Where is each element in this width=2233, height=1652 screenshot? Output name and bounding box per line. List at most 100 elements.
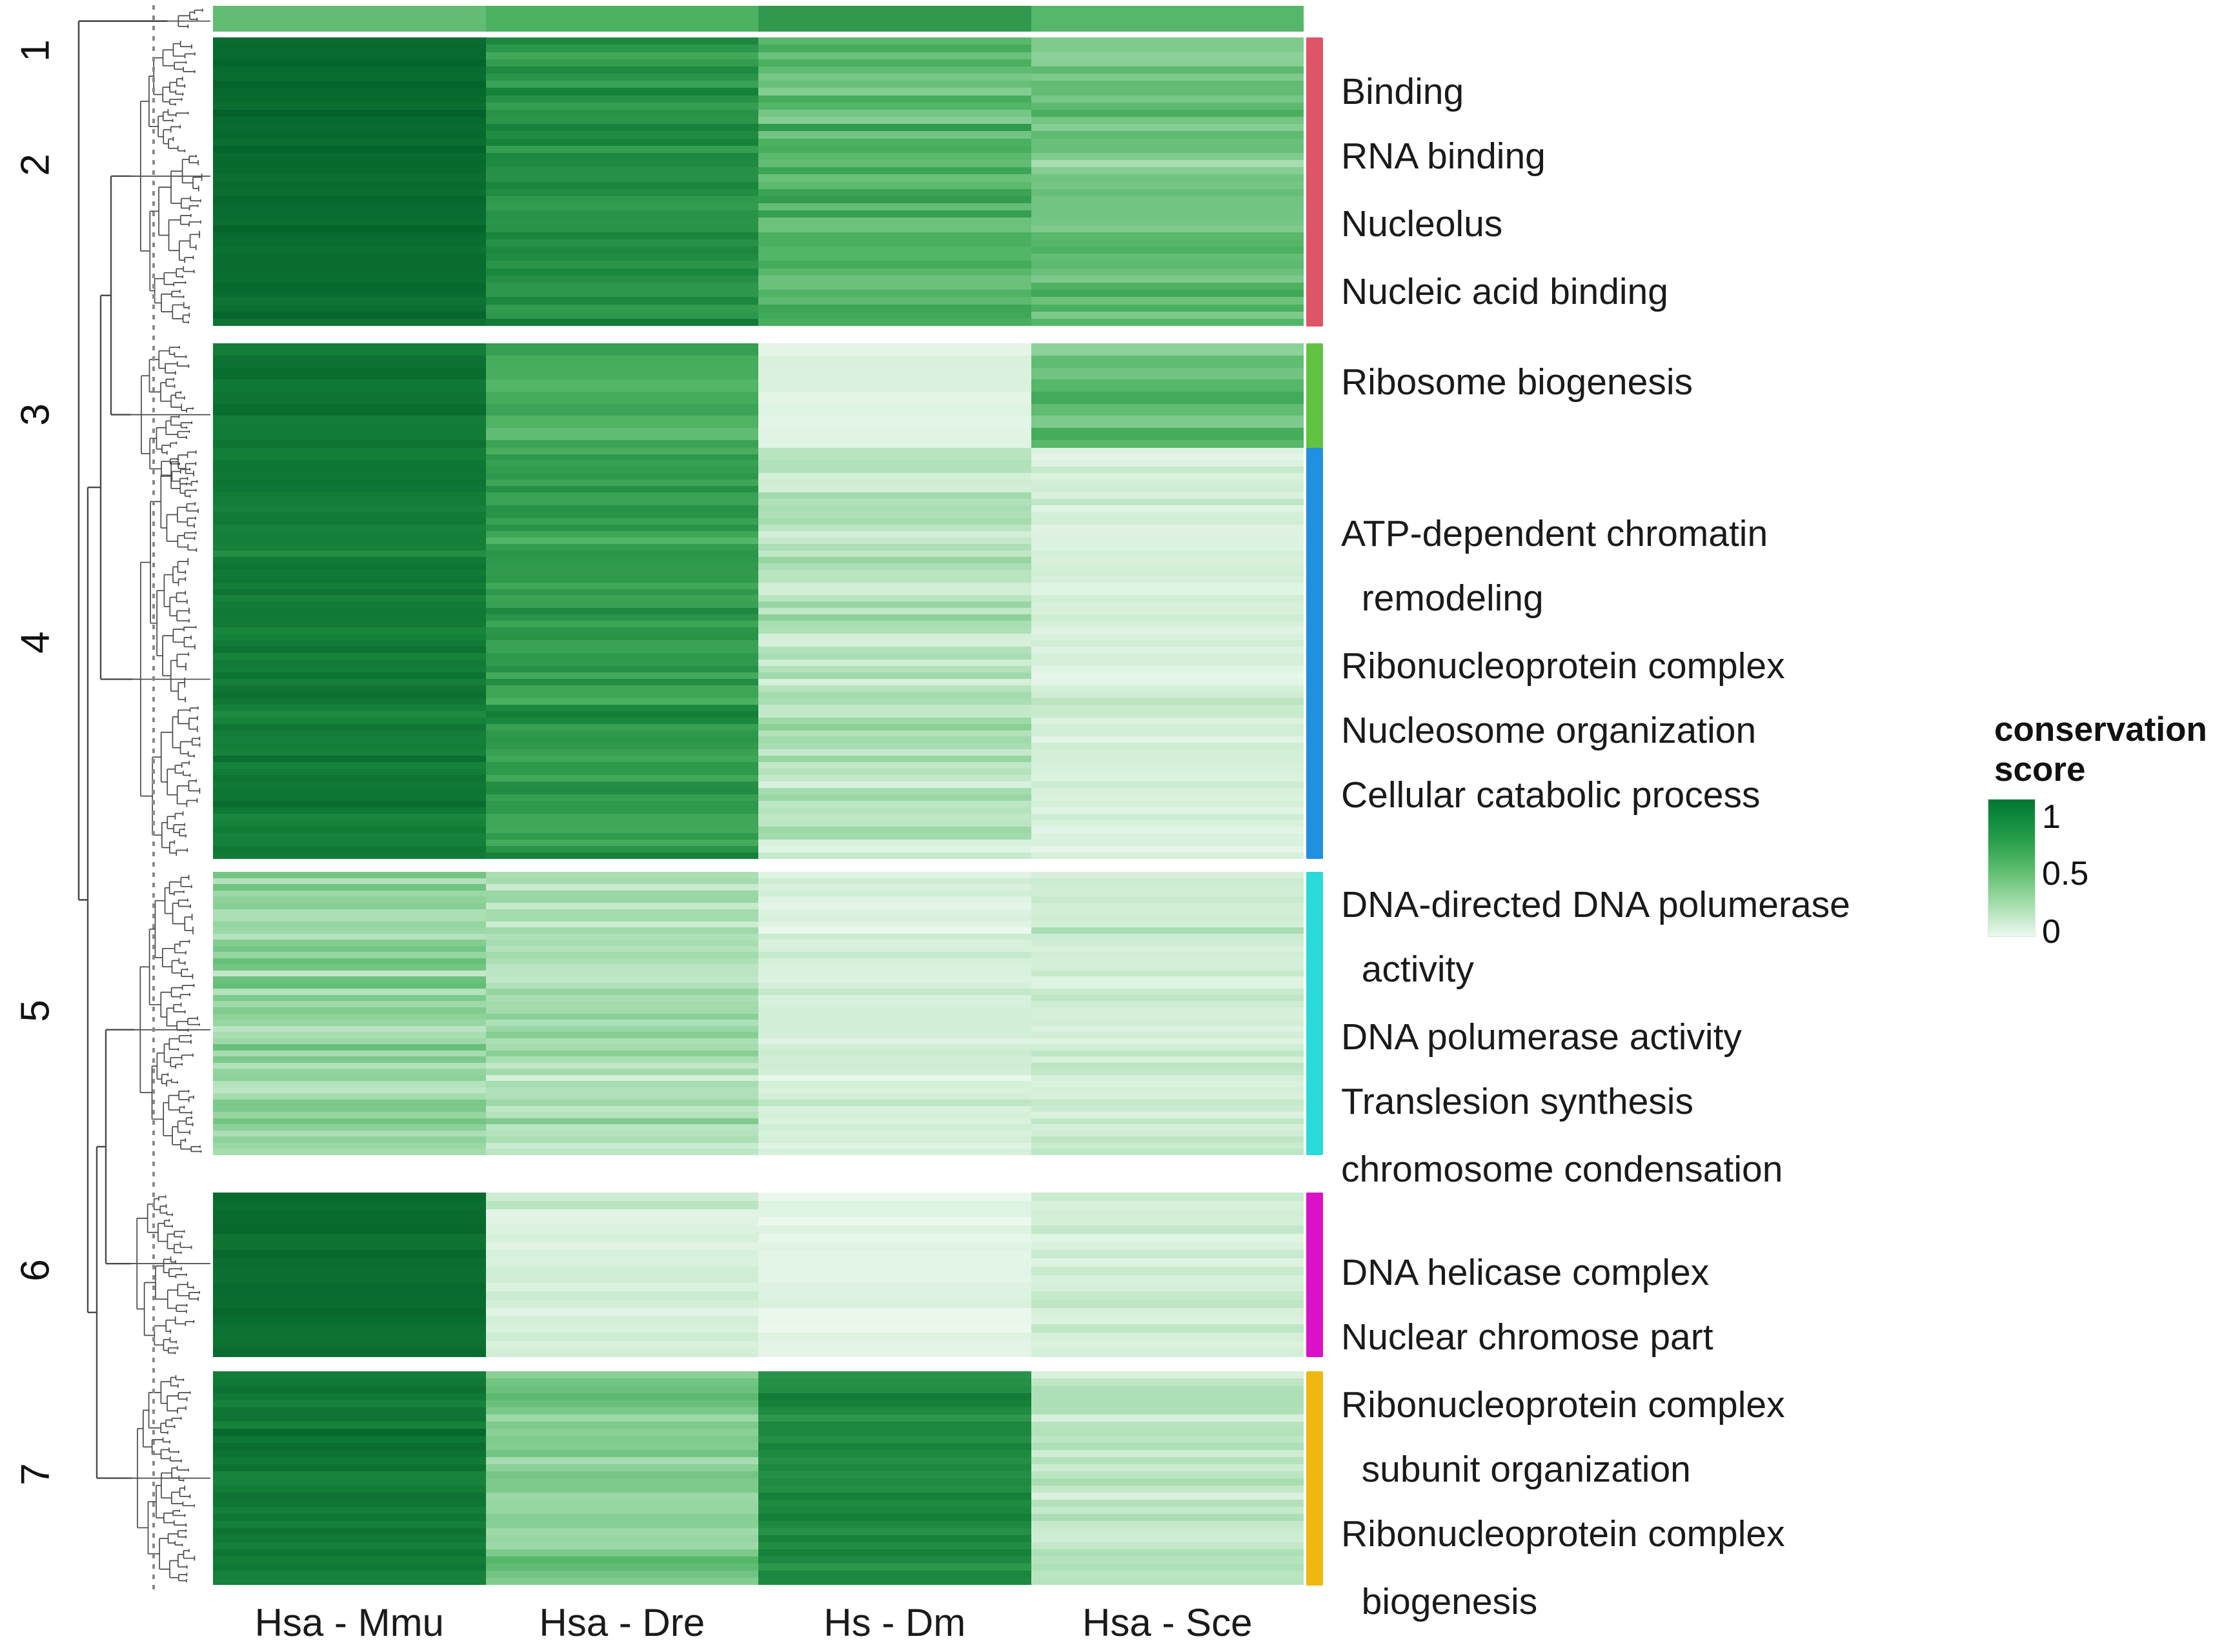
heatmap-cell (485, 884, 758, 891)
heatmap-cell (1031, 1571, 1304, 1578)
heatmap-cell (213, 1050, 486, 1057)
heatmap-cell (758, 1200, 1031, 1209)
heatmap-cell (485, 145, 758, 153)
heatmap-cell (758, 1112, 1031, 1118)
heatmap-cell (485, 970, 758, 977)
cluster-number-label: 3 (13, 403, 58, 426)
heatmap-cell (1031, 678, 1304, 685)
heatmap-cell (213, 1044, 486, 1051)
heatmap-cell (1031, 945, 1304, 952)
heatmap-cell (485, 781, 758, 789)
heatmap-cell (213, 543, 486, 550)
heatmap-cell (1031, 297, 1304, 305)
heatmap-cell (213, 1062, 486, 1069)
heatmap-cell (485, 174, 758, 182)
heatmap-cell (758, 1283, 1031, 1292)
heatmap-cell (213, 601, 486, 609)
heatmap-cell (485, 152, 758, 161)
heatmap-cell (758, 634, 1031, 641)
heatmap-cell (485, 5, 758, 32)
heatmap-cell (1031, 1032, 1304, 1038)
heatmap-cell (1031, 275, 1304, 283)
heatmap-cell (485, 958, 758, 965)
heatmap-cell (213, 1020, 486, 1026)
heatmap-cell (1031, 1378, 1304, 1386)
heatmap-cell (213, 665, 486, 672)
heatmap-cell (213, 1274, 486, 1284)
heatmap-cell (485, 1414, 758, 1422)
heatmap-cell (758, 1105, 1031, 1113)
heatmap-cell (1031, 1044, 1304, 1051)
heatmap-cell (758, 1407, 1031, 1415)
heatmap-cell (213, 595, 486, 602)
term-label: DNA helicase complex (1341, 1252, 1710, 1293)
heatmap-cell (213, 970, 486, 977)
heatmap-cell (758, 1340, 1031, 1349)
heatmap-cell (213, 1209, 486, 1218)
heatmap-cell (1031, 109, 1304, 117)
heatmap-cell (213, 239, 486, 247)
heatmap-cell (758, 1081, 1031, 1087)
heatmap-cell (758, 95, 1031, 103)
heatmap-cell (1031, 74, 1304, 81)
heatmap-cell (213, 800, 486, 807)
heatmap-cell (1031, 1414, 1304, 1422)
cluster-number-label: 4 (13, 631, 58, 654)
heatmap-cell (213, 902, 486, 909)
heatmap-cell (1031, 909, 1304, 916)
heatmap-cell (758, 74, 1031, 81)
heatmap-cell (485, 1571, 758, 1578)
heatmap-cell (485, 1478, 758, 1486)
heatmap-cell (485, 634, 758, 641)
heatmap-cell (485, 945, 758, 952)
heatmap-cell (485, 556, 758, 563)
heatmap-cell (485, 525, 758, 531)
heatmap-cell (485, 1056, 758, 1063)
heatmap-cell (1031, 1050, 1304, 1057)
heatmap-cell (1031, 915, 1304, 922)
term-label: Ribosome biogenesis (1341, 361, 1693, 403)
heatmap-cell (758, 311, 1031, 319)
heatmap-cell (213, 1564, 486, 1571)
heatmap-cell (485, 1449, 758, 1457)
heatmap-cell (758, 1062, 1031, 1069)
heatmap-cluster-block-6 (213, 1193, 1304, 1358)
heatmap-cell (758, 1428, 1031, 1436)
heatmap-cell (213, 1478, 486, 1486)
heatmap-cell (1031, 839, 1304, 846)
heatmap-cell (1031, 794, 1304, 801)
heatmap-cell (485, 1324, 758, 1333)
heatmap-cell (213, 647, 486, 654)
heatmap-cell (485, 268, 758, 276)
heatmap-column-hs-dm (758, 1193, 1031, 1358)
heatmap-cell (1031, 311, 1304, 319)
heatmap-cell (758, 492, 1031, 499)
heatmap-column-hsa-dre (485, 447, 758, 860)
heatmap-cell (758, 627, 1031, 634)
heatmap-cell (213, 188, 486, 196)
heatmap-cell (485, 852, 758, 859)
heatmap-cell (1031, 66, 1304, 74)
heatmap-cell (213, 794, 486, 801)
heatmap-cell (485, 788, 758, 795)
heatmap-cell (758, 685, 1031, 692)
heatmap-cell (1031, 188, 1304, 196)
heatmap-cell (485, 1074, 758, 1082)
heatmap-column-hsa-sce (1031, 37, 1304, 327)
heatmap-cell (485, 1549, 758, 1557)
heatmap-cell (213, 95, 486, 103)
heatmap-column-hsa-dre (485, 1371, 758, 1586)
heatmap-cell (213, 518, 486, 525)
heatmap-cell (213, 756, 486, 763)
heatmap-cell (758, 852, 1031, 859)
heatmap-cell (1031, 884, 1304, 891)
heatmap-cell (485, 66, 758, 74)
heatmap-cell (485, 225, 758, 232)
heatmap-cell (485, 181, 758, 189)
heatmap-cell (213, 1307, 486, 1316)
heatmap-cell (1031, 970, 1304, 977)
heatmap-cell (213, 210, 486, 218)
heatmap-cell (758, 447, 1031, 454)
heatmap-cell (485, 203, 758, 211)
